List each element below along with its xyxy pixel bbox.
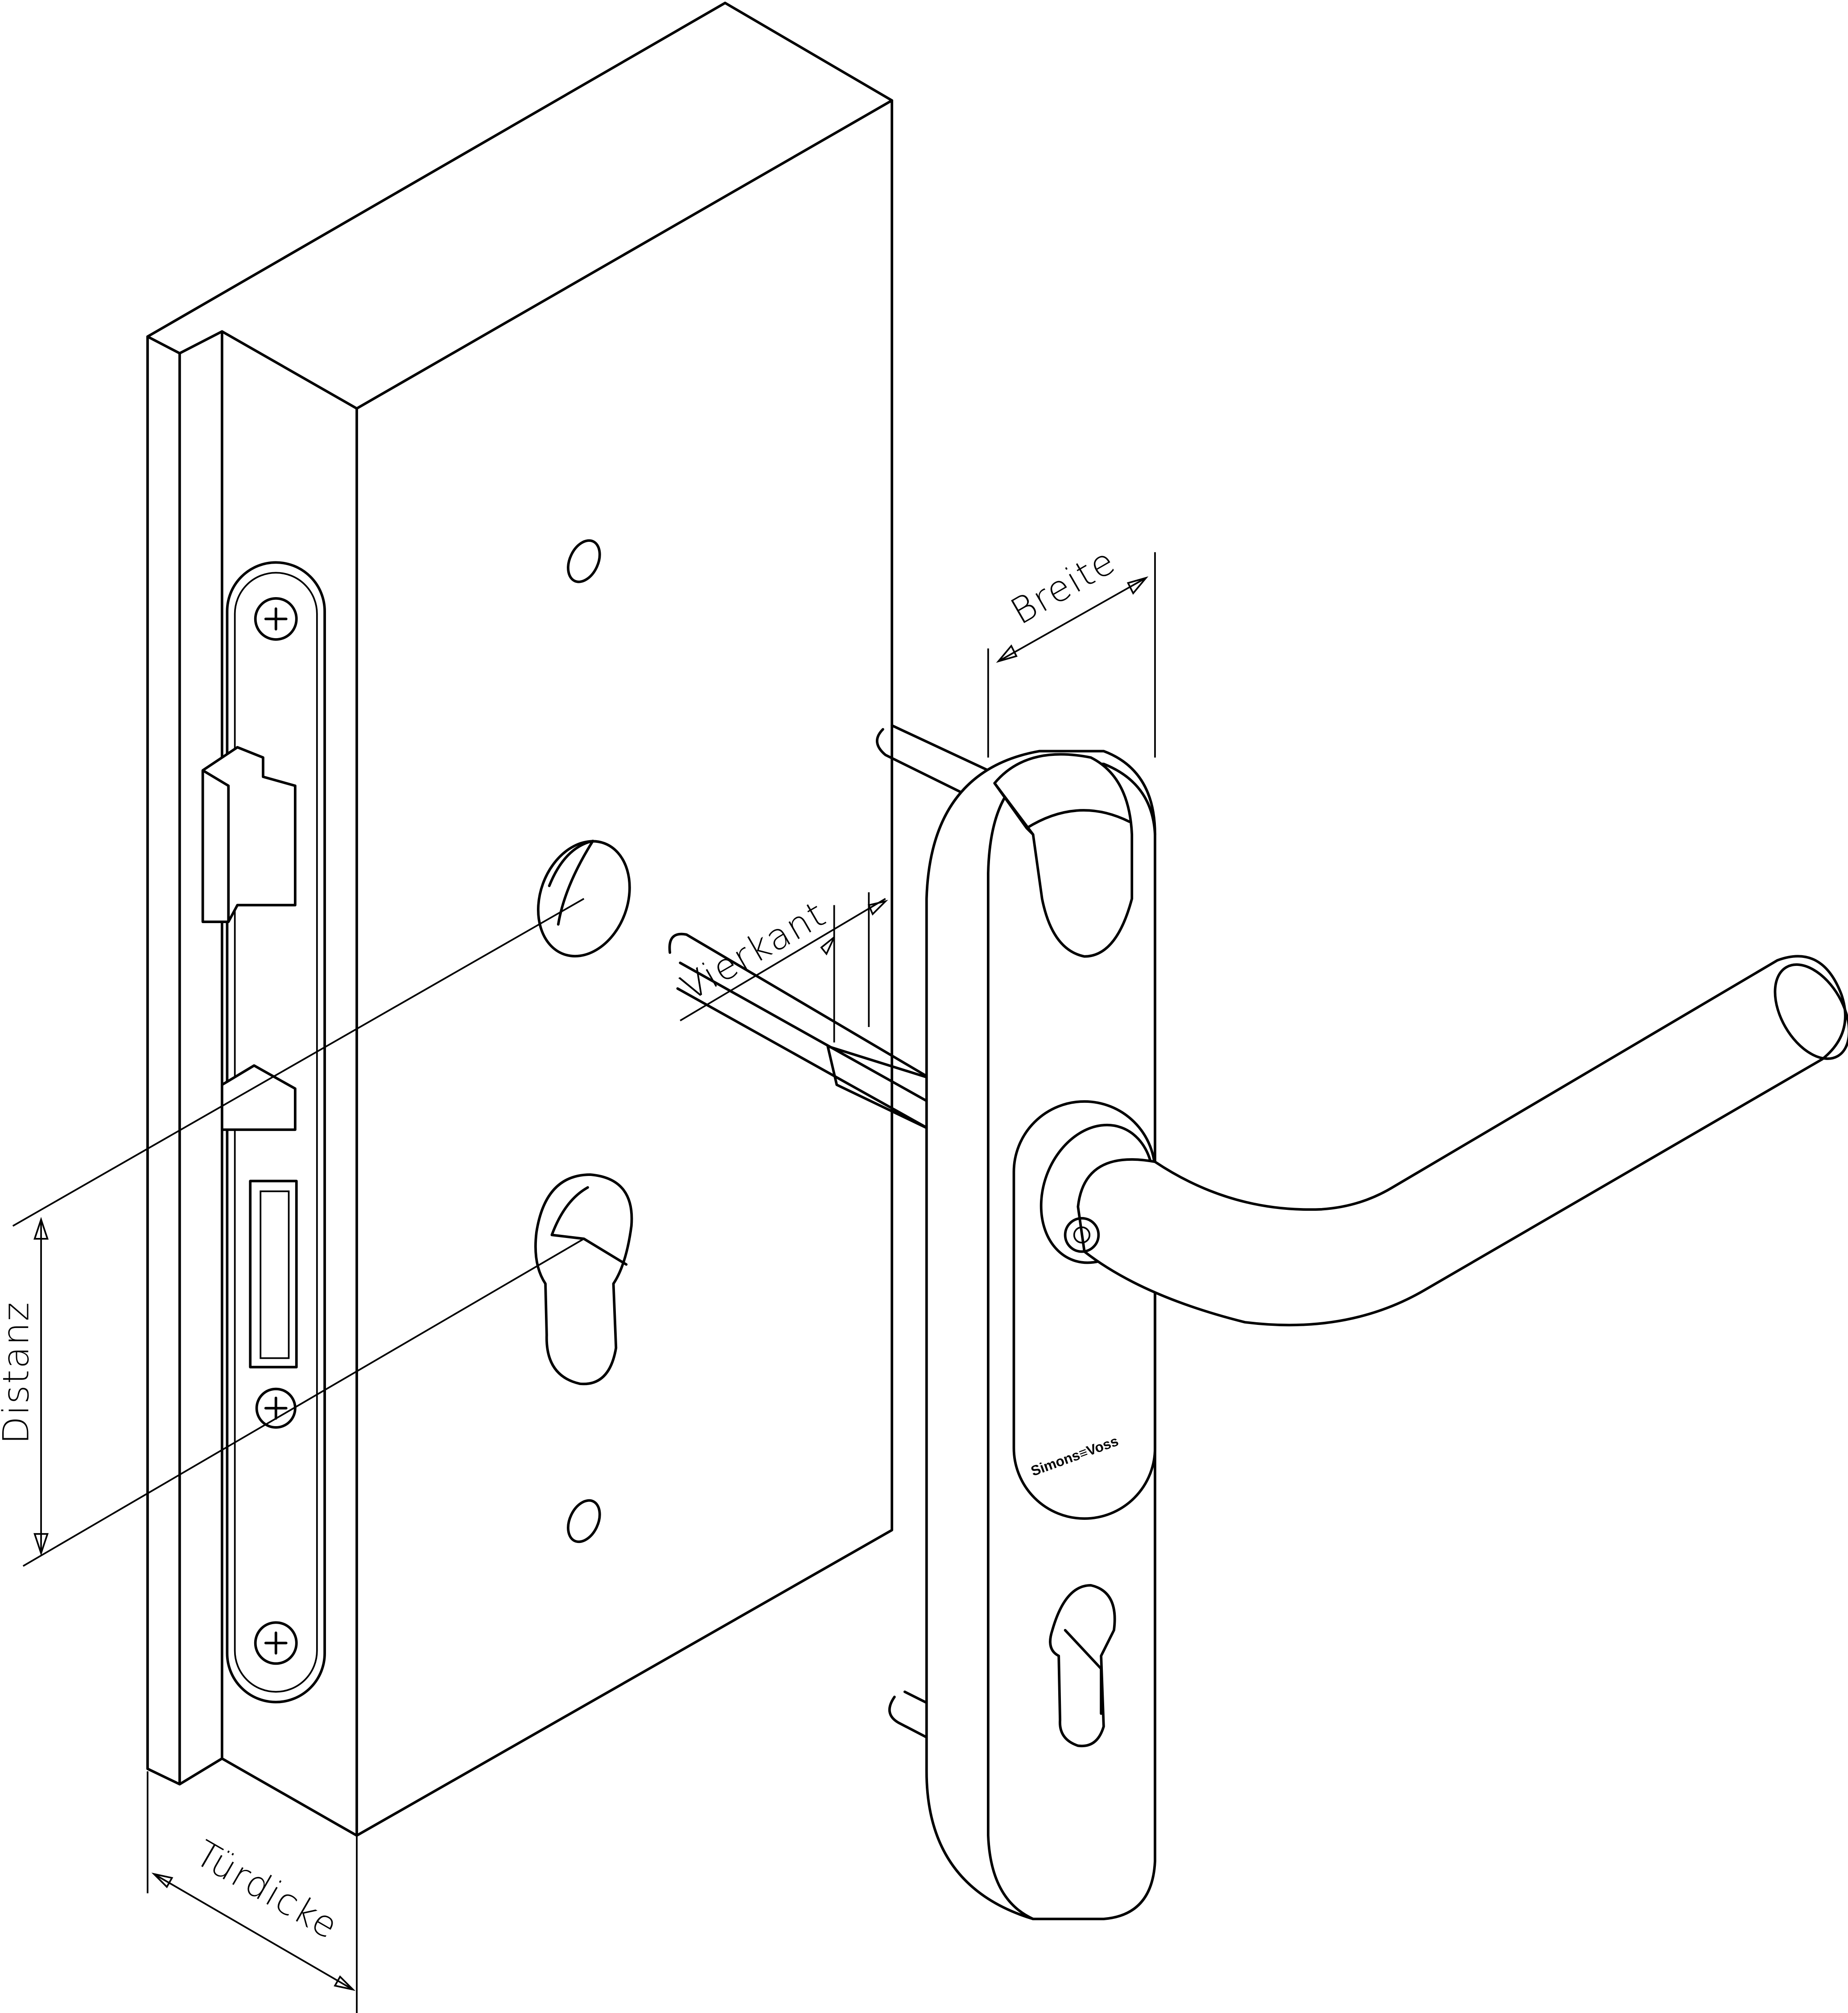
screw-hole-bottom — [567, 1499, 601, 1543]
spindle-hole-inner — [548, 839, 594, 926]
screw-hole-top — [567, 539, 601, 583]
width-label: Breite — [1004, 540, 1123, 633]
lever-end-cap — [1774, 963, 1848, 1060]
dead-bolt — [220, 1064, 297, 1131]
spindle-hole — [537, 840, 631, 957]
faceplate-inner — [234, 572, 318, 1693]
screw-bottom — [254, 1621, 298, 1665]
distance-label: Distanz — [0, 1301, 37, 1444]
door-thickness-label: Türdicke — [188, 1833, 346, 1948]
faceplate — [226, 561, 326, 1704]
handle-plate: Simons≡Voss — [925, 750, 1156, 1920]
screw-middle — [255, 1387, 297, 1429]
door — [146, 1, 893, 1837]
bolt-slot-inner — [260, 1190, 290, 1359]
cylinder-cutout — [1049, 1584, 1116, 1748]
spindle — [668, 932, 938, 1131]
lever — [1077, 955, 1847, 1327]
door-edge — [146, 330, 358, 1837]
door-side-face — [355, 99, 893, 1837]
latch-bolt — [201, 746, 297, 923]
spindle-label: Vierkant — [674, 893, 833, 1009]
mortise-lock — [201, 561, 326, 1704]
fixing-pin-bottom — [888, 1690, 932, 1741]
spindle-end — [826, 1045, 932, 1131]
fixing-pin-top — [875, 724, 990, 804]
set-screw-icon — [1064, 1217, 1100, 1253]
cylinder-hole — [534, 1173, 633, 1386]
dimension-width: Breite — [987, 540, 1156, 758]
screw-top — [254, 597, 298, 641]
dimension-door-thickness: Türdicke — [147, 1771, 358, 2013]
cylinder-hole-inner — [550, 1186, 628, 1266]
dimension-distance: Distanz — [0, 898, 585, 1567]
door-top-face — [146, 1, 893, 410]
rosette-panel — [1012, 1100, 1156, 1520]
upper-boss — [993, 753, 1134, 958]
lever-handle — [1064, 955, 1848, 1327]
